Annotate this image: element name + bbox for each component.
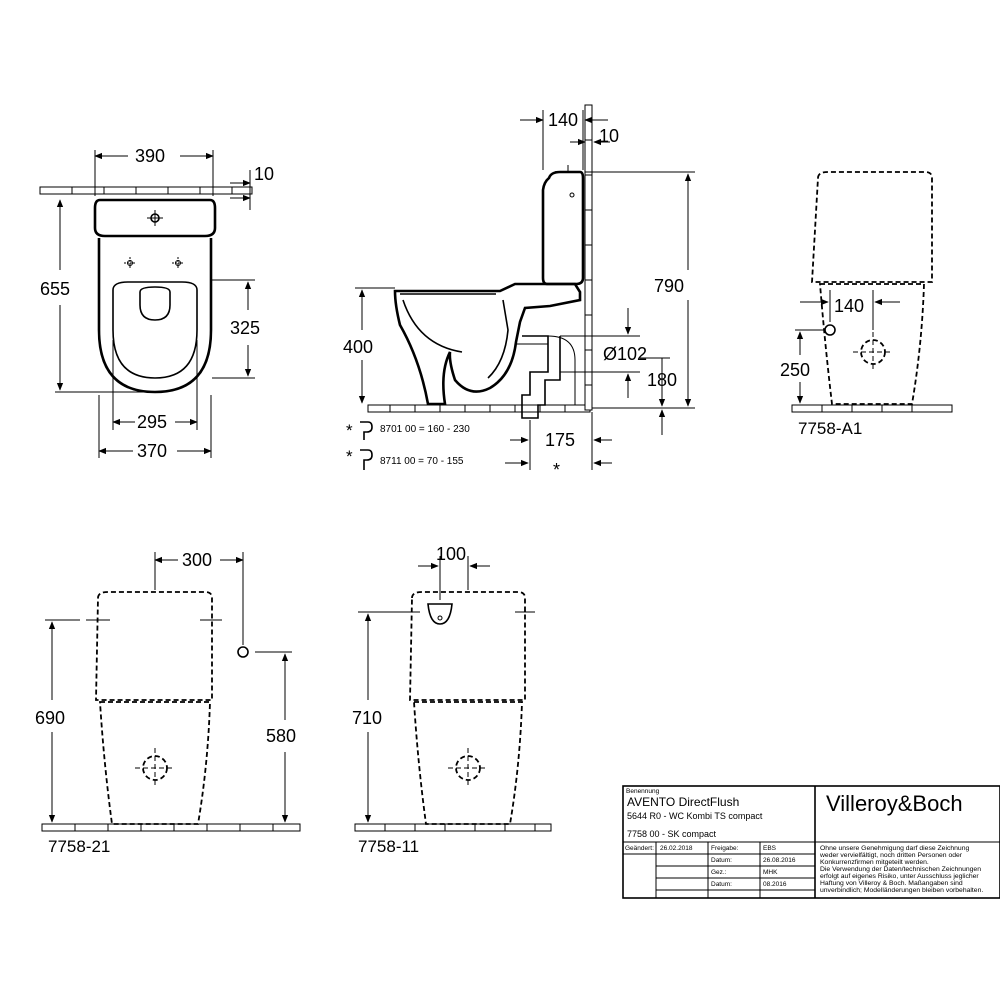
svg-text:*: * [346, 447, 353, 466]
dim-21-total: 690 [35, 708, 65, 728]
top-view-wall-strip [39, 186, 253, 195]
note-siphon-2-text: 8711 00 = 70 - 155 [380, 456, 464, 467]
disclaimer-line-2: weder vervielfältigt, noch dritten Perso… [819, 852, 963, 859]
side-view-bowl [393, 282, 582, 406]
disclaimer-line-5: erfolgt auf eigenes Risiko, unter Aussch… [820, 873, 979, 880]
title-freigabe-value: EBS [763, 845, 777, 852]
title-product-line3: 7758 00 - SK compact [627, 829, 717, 839]
side-view-cistern [541, 170, 585, 286]
water-inlet-icon [824, 324, 836, 336]
view-21-label: 7758-21 [48, 837, 110, 856]
side-view-floor [367, 404, 591, 413]
title-datum-label-2: Datum: [711, 881, 732, 888]
dim-bowl-width: 370 [137, 441, 167, 461]
dim-pipe-diameter: Ø102 [603, 344, 647, 364]
svg-text:*: * [346, 421, 353, 440]
dim-width-top: 390 [135, 146, 165, 166]
outlet-center-icon [853, 332, 893, 372]
dim-11-offset: 100 [436, 544, 466, 564]
dim-21-inlet: 580 [266, 726, 296, 746]
view-11: 100 710 7758-11 [352, 544, 552, 856]
brand-logo: Villeroy&Boch [826, 791, 963, 816]
title-product-line2: 5644 R0 - WC Kombi TS compact [627, 811, 763, 821]
view-21-cistern-outline [95, 591, 213, 701]
dim-gap-top: 10 [254, 164, 274, 184]
title-block: Benennung AVENTO DirectFlush 5644 R0 - W… [622, 785, 1000, 899]
side-view-wall [584, 104, 593, 411]
view-11-floor [354, 823, 552, 832]
view-a1-bowl-outline [819, 283, 925, 405]
note-siphon-2: * 8711 00 = 70 - 155 [346, 447, 464, 470]
top-view-bowl [97, 238, 213, 394]
title-geaendert-label: Geändert: [625, 845, 654, 852]
dim-tank-depth: 140 [548, 110, 578, 130]
view-a1-cistern-outline [811, 171, 933, 283]
fixing-hole-icon [124, 257, 184, 269]
dim-a1-offset: 140 [834, 296, 864, 316]
dim-a1-height: 250 [780, 360, 810, 380]
top-view-bowl-opening [139, 286, 171, 321]
note-siphon-1: * 8701 00 = 160 - 230 [346, 421, 470, 440]
outlet-pipe [521, 335, 561, 419]
dim-depth: 655 [40, 279, 70, 299]
outlet-center-icon [448, 748, 488, 788]
dim-total-height: 790 [654, 276, 684, 296]
disclaimer-line-6: Haftung von Villeroy & Boch. Maßangaben … [820, 880, 963, 887]
view-21-bowl-outline [99, 701, 211, 825]
top-view: 390 10 655 325 295 370 [39, 146, 274, 461]
dim-11-total: 710 [352, 708, 382, 728]
dim-seat-offset: 325 [230, 318, 260, 338]
view-a1: 140 250 7758-A1 [780, 171, 953, 438]
title-freigabe-label: Freigabe: [711, 845, 739, 852]
dim-21-offset: 300 [182, 550, 212, 570]
title-benennung-label: Benennung [626, 788, 660, 795]
title-product-line1: AVENTO DirectFlush [627, 795, 739, 809]
disclaimer-line-1: Ohne unsere Genehmigung darf diese Zeich… [820, 845, 969, 852]
view-21: 300 690 580 7758-21 [35, 550, 301, 856]
title-datum-value-1: 26.08.2016 [763, 857, 796, 864]
disclaimer-line-3: Konkurrenzfirmen mitgeteilt werden. [820, 859, 929, 866]
dim-outlet-offset: 175 [545, 430, 575, 450]
view-11-cistern-outline [409, 591, 526, 701]
dim-seat-width: 295 [137, 412, 167, 432]
disclaimer-line-4: Die Verwendung der Daten/technischen Zei… [820, 866, 981, 873]
side-view: 140 10 790 400 Ø102 180 175 * [343, 104, 695, 480]
asterisk-marker: * [553, 460, 560, 480]
inlet-cover-icon [427, 603, 453, 625]
view-11-label: 7758-11 [358, 837, 419, 856]
note-siphon-1-text: 8701 00 = 160 - 230 [380, 424, 470, 435]
dim-wall-gap: 10 [599, 126, 619, 146]
disclaimer-line-7: unverbindlich; Modelländerungen bleiben … [820, 887, 983, 894]
view-a1-label: 7758-A1 [798, 419, 862, 438]
title-datum-label-1: Datum: [711, 857, 732, 864]
dim-outlet-height: 180 [647, 370, 677, 390]
title-gez-value: MHK [763, 869, 778, 876]
view-11-bowl-outline [413, 701, 523, 825]
top-view-seat [112, 281, 198, 379]
water-inlet-icon [237, 646, 249, 658]
title-gez-label: Gez.: [711, 869, 727, 876]
title-datum-value-2: 08.2016 [763, 881, 787, 888]
view-21-floor [41, 823, 301, 832]
outlet-center-icon [135, 748, 175, 788]
top-view-tank [93, 198, 217, 238]
dim-seat-height: 400 [343, 337, 373, 357]
title-geaendert-date: 26.02.2018 [660, 845, 693, 852]
view-a1-floor [791, 404, 953, 413]
